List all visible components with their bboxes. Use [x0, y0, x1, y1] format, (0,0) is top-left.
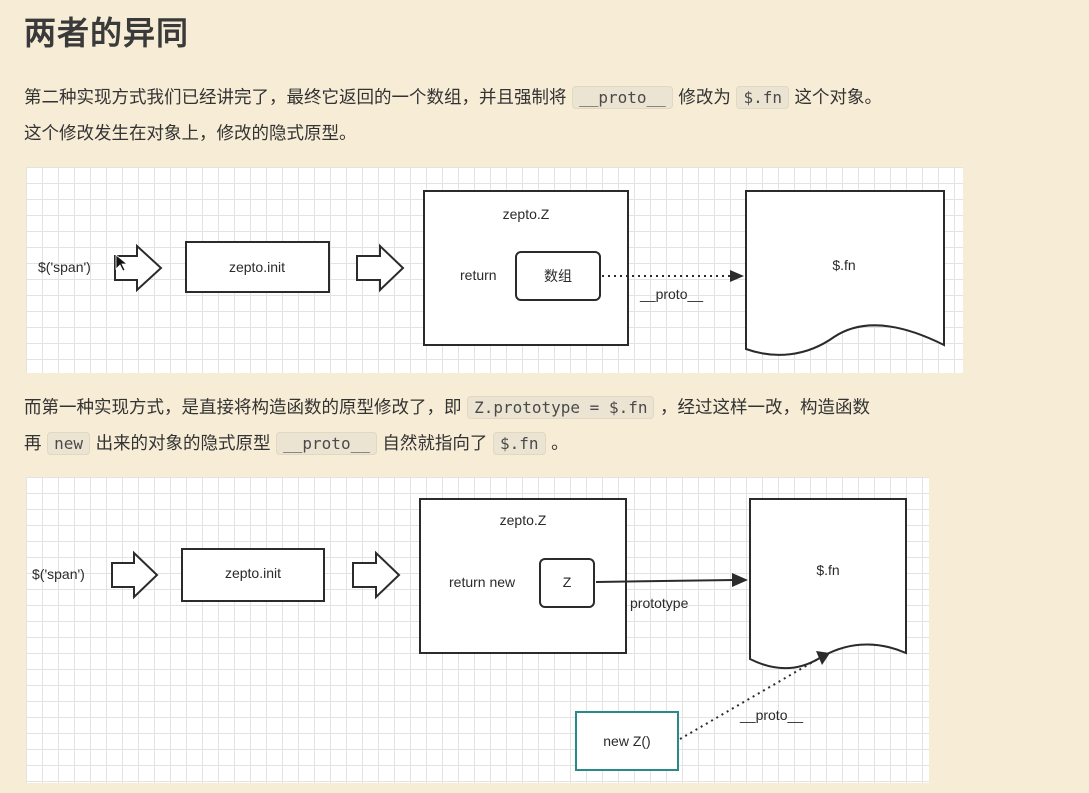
- d2-fn-label: $.fn: [816, 562, 839, 578]
- d2-z-inner-box: [539, 558, 595, 608]
- d2-proto-label: __proto__: [739, 707, 803, 723]
- p1-text-c: 这个对象。: [794, 88, 883, 108]
- d2-fn-document: [749, 498, 907, 670]
- paragraph-1-line-1: 第二种实现方式我们已经讲完了，最终它返回的一个数组，并且强制将 __proto_…: [24, 80, 882, 116]
- code-proto-2: __proto__: [276, 432, 377, 455]
- code-proto: __proto__: [572, 86, 673, 109]
- p2-text-c: 再: [24, 434, 42, 454]
- d1-hollow-arrow-2: [356, 243, 405, 293]
- p2-text-e: 自然就指向了: [382, 434, 488, 454]
- d1-input-label: $('span'): [38, 259, 91, 275]
- d1-init-box: [185, 241, 330, 293]
- diagram-array-proto: $('span') zepto.init zepto.Z return 数组 _…: [26, 167, 963, 373]
- p2-text-d: 出来的对象的隐式原型: [95, 434, 271, 454]
- code-fn: $.fn: [736, 86, 789, 109]
- diagram-prototype: $('span') zepto.init zepto.Z return new …: [26, 477, 929, 783]
- d2-return-new-label: return new: [449, 574, 516, 590]
- d2-instance-box: [575, 711, 679, 771]
- p1-text-a: 第二种实现方式我们已经讲完了，最终它返回的一个数组，并且强制将: [24, 88, 567, 108]
- d1-hollow-arrow-1: [114, 243, 163, 293]
- d2-z-inner-label: Z: [563, 574, 572, 590]
- d2-prototype-label: prototype: [630, 595, 689, 611]
- d1-fn-document: [745, 190, 945, 356]
- paragraph-2: 而第一种实现方式，是直接将构造函数的原型修改了，即 Z.prototype = …: [24, 390, 870, 462]
- paragraph-2-line-1: 而第一种实现方式，是直接将构造函数的原型修改了，即 Z.prototype = …: [24, 390, 870, 426]
- code-z-prototype: Z.prototype = $.fn: [467, 396, 655, 419]
- d2-init-box: [181, 548, 325, 602]
- d1-proto-arrowhead: [730, 270, 744, 282]
- d1-array-label: 数组: [544, 268, 572, 284]
- d1-init-label: zepto.init: [229, 259, 285, 275]
- paragraph-1: 第二种实现方式我们已经讲完了，最终它返回的一个数组，并且强制将 __proto_…: [24, 80, 882, 152]
- paragraph-2-line-2: 再 new 出来的对象的隐式原型 __proto__ 自然就指向了 $.fn 。: [24, 426, 870, 462]
- code-fn-2: $.fn: [493, 432, 546, 455]
- d2-proto-dotted-link: [679, 658, 819, 740]
- d1-zepto-z-title: zepto.Z: [503, 206, 550, 222]
- d2-prototype-link: [595, 579, 735, 583]
- cursor-icon: [115, 254, 129, 272]
- d1-array-box: [515, 251, 601, 301]
- d2-instance-label: new Z(): [603, 733, 650, 749]
- code-new: new: [47, 432, 90, 455]
- p2-text-f: 。: [551, 434, 569, 454]
- paragraph-1-line-2: 这个修改发生在对象上，修改的隐式原型。: [24, 124, 357, 144]
- p2-text-b: ，经过这样一改，构造函数: [660, 398, 871, 418]
- d1-fn-label: $.fn: [832, 257, 855, 273]
- d2-prototype-arrowhead: [732, 573, 748, 587]
- d2-hollow-arrow-2: [352, 550, 401, 600]
- p2-text-a: 而第一种实现方式，是直接将构造函数的原型修改了，即: [24, 398, 462, 418]
- d2-init-label: zepto.init: [225, 565, 281, 581]
- d2-input-label: $('span'): [32, 566, 85, 582]
- d1-proto-label: __proto__: [639, 286, 703, 302]
- p1-text-b: 修改为: [678, 88, 731, 108]
- d1-return-label: return: [460, 267, 497, 283]
- d2-zepto-z-title: zepto.Z: [500, 512, 547, 528]
- page-title: 两者的异同: [24, 14, 190, 52]
- d2-hollow-arrow-1: [111, 550, 159, 600]
- d2-proto-arrowhead: [816, 651, 830, 665]
